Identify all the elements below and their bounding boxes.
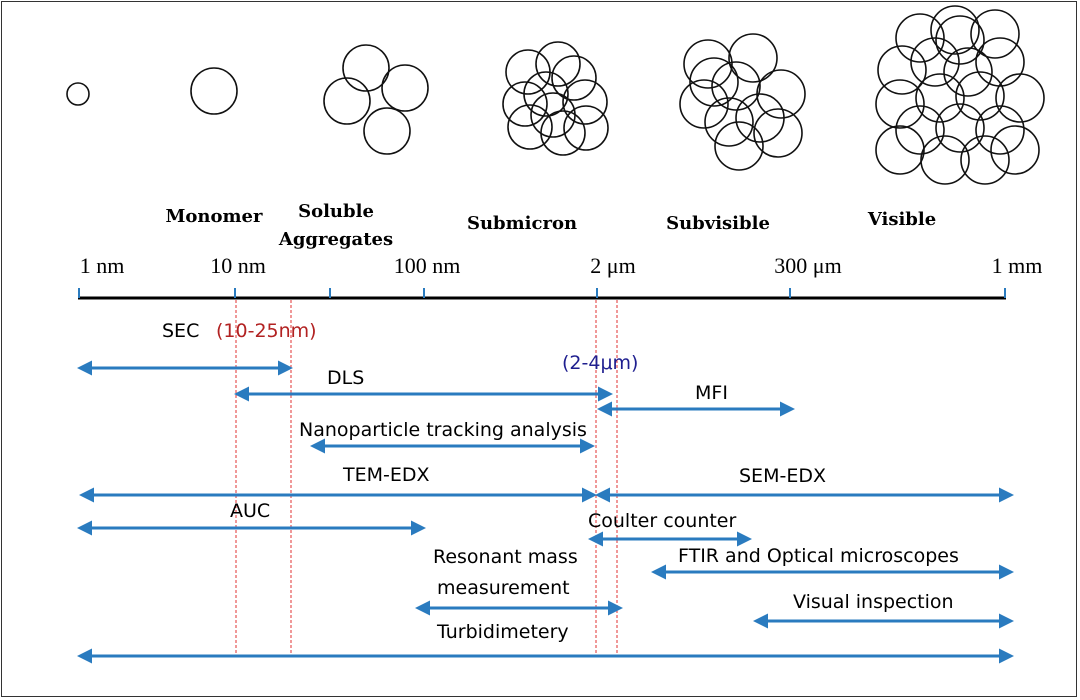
size-scale-axis <box>78 288 1006 300</box>
sem-label: SEM-EDX <box>739 465 826 487</box>
rmm-label-line1: Resonant mass <box>433 546 578 568</box>
category-subvisible: Subvisible <box>666 213 770 234</box>
category-monomer: Monomer <box>165 206 263 227</box>
mfi-label: MFI <box>695 382 728 404</box>
monomer-small-particle <box>66 82 90 106</box>
submicron-particle <box>502 41 609 156</box>
dls-range-annotation: (2-4μm) <box>562 352 638 374</box>
category-visible: Visible <box>867 209 936 230</box>
subvisible-particle <box>679 33 806 171</box>
reference-lines <box>235 300 618 655</box>
sec-label: SEC <box>162 320 199 342</box>
nta-label: Nanoparticle tracking analysis <box>299 419 587 441</box>
category-soluble-line2: Aggregates <box>278 229 393 250</box>
rmm-label-line2: measurement <box>437 577 570 599</box>
sec-range-annotation: (10-25nm) <box>216 320 317 342</box>
visual-label: Visual inspection <box>793 591 954 613</box>
ftir-label: FTIR and Optical microscopes <box>678 545 959 567</box>
dls-label: DLS <box>327 367 364 389</box>
visible-particle <box>875 5 1045 185</box>
category-submicron: Submicron <box>467 213 577 234</box>
category-soluble-line1: Soluble <box>298 201 374 222</box>
tick-label-1mm: 1 mm <box>992 253 1043 278</box>
auc-label: AUC <box>230 500 270 522</box>
soluble-aggregate-particle <box>323 44 429 155</box>
tick-label-2um: 2 μm <box>590 253 635 278</box>
tick-label-100nm: 100 nm <box>394 253 461 278</box>
monomer-particle <box>190 67 238 115</box>
tick-label-300um: 300 μm <box>774 253 841 278</box>
tick-label-10nm: 10 nm <box>210 253 266 278</box>
tick-label-1nm: 1 nm <box>80 253 125 278</box>
turbidimetry-label: Turbidimetery <box>436 621 569 643</box>
tem-label: TEM-EDX <box>342 464 430 486</box>
coulter-label: Coulter counter <box>588 510 736 532</box>
